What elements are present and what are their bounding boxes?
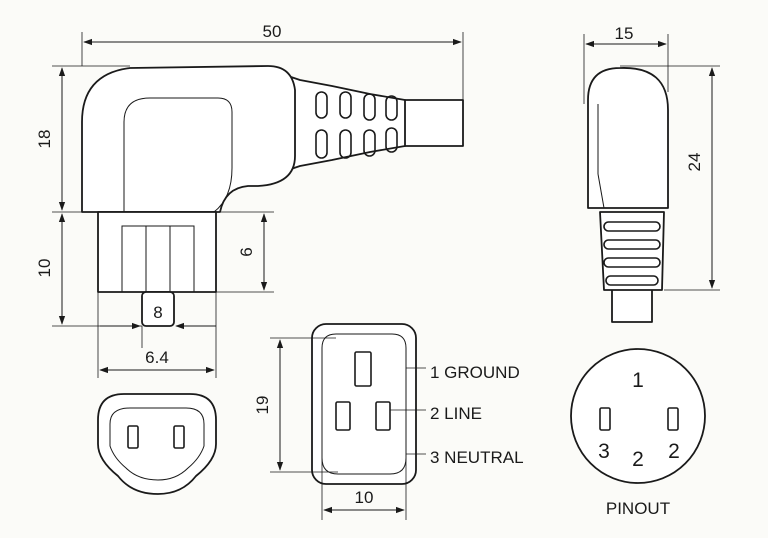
svg-text:10: 10 (355, 488, 374, 507)
legend-neutral: 3 NEUTRAL (430, 448, 524, 467)
legend-ground: 1 GROUND (430, 363, 520, 382)
socket-body (97, 211, 217, 293)
angled-plug-side-view (587, 67, 669, 323)
svg-text:19: 19 (253, 396, 272, 415)
dim-head-height: 18 (35, 65, 130, 213)
dim-overall-length: 50 (81, 22, 464, 100)
svg-text:50: 50 (263, 22, 282, 41)
svg-text:6: 6 (237, 247, 256, 256)
pinout-slot-left (599, 407, 611, 431)
angled-plug-front-view: 8 (81, 65, 464, 327)
svg-text:18: 18 (35, 130, 54, 149)
pinout-diagram: 1 3 2 2 (570, 348, 706, 484)
dim-face-height: 19 (253, 337, 338, 473)
ground-slot (354, 351, 372, 387)
c7-slot-left (127, 425, 139, 449)
legend-leaders (390, 367, 426, 455)
c13-socket-face (311, 323, 417, 485)
pinout-pin-2: 2 (632, 448, 644, 471)
side-strain-relief (599, 211, 665, 291)
molded-head (81, 65, 296, 213)
dim-side-width: 15 (583, 24, 669, 104)
svg-text:10: 10 (35, 259, 54, 278)
head-inner-contour (123, 97, 233, 213)
pinout-pin-3: 3 (598, 440, 610, 463)
dim-face-width: 10 (321, 430, 407, 520)
strain-relief-slots (315, 91, 398, 159)
svg-text:24: 24 (685, 153, 704, 172)
pin-label: 8 (153, 303, 162, 322)
line-slot (375, 401, 391, 431)
dim-socket-inner: 6 (216, 211, 274, 293)
legend-line: 2 LINE (430, 404, 482, 423)
side-relief-ribs (603, 221, 661, 286)
pinout-slot-right (667, 407, 679, 431)
svg-text:6.4: 6.4 (145, 348, 169, 367)
svg-text:15: 15 (615, 24, 634, 43)
pin (141, 291, 175, 327)
pinout-pin-2-right: 2 (668, 440, 680, 463)
c7-socket-outline (97, 393, 217, 495)
neutral-slot (335, 401, 351, 431)
c7-slot-right (173, 425, 185, 449)
dim-socket-height: 10 (35, 213, 142, 327)
pinout-title: PINOUT (606, 499, 670, 518)
dim-side-height: 24 (620, 65, 720, 291)
side-head (587, 67, 669, 209)
pinout-pin-1: 1 (632, 369, 644, 392)
dim-socket-width: 6.4 (97, 292, 217, 378)
